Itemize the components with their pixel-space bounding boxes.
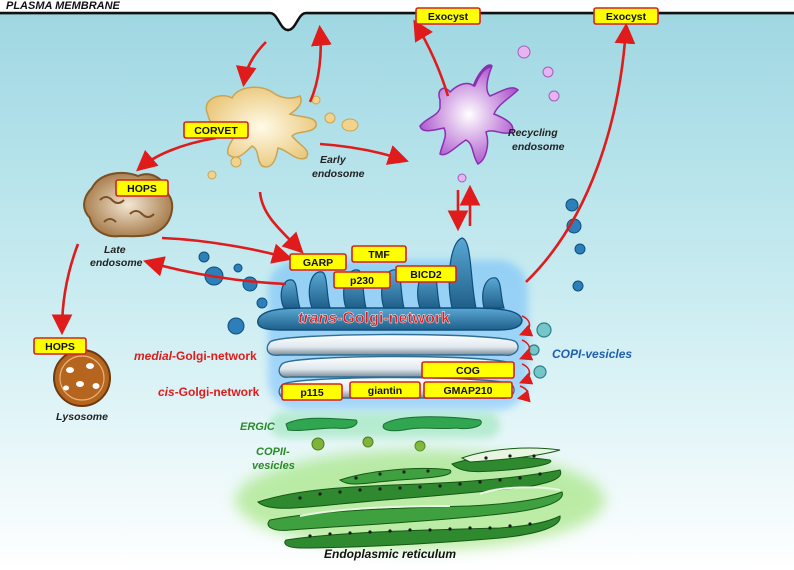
copi-label: COPI-vesicles xyxy=(552,347,632,361)
lysosome xyxy=(53,349,111,407)
svg-text:p230: p230 xyxy=(350,275,374,287)
er-label: Endoplasmic reticulum xyxy=(324,547,456,561)
exocyst-tag-1: Exocyst xyxy=(415,7,481,25)
svg-text:BICD2: BICD2 xyxy=(410,269,442,281)
p230-tag: p230 xyxy=(333,271,391,289)
plasma-membrane-label: PLASMA MEMBRANE xyxy=(6,0,121,12)
copi-suffix: -vesicles xyxy=(581,347,632,361)
late-endosome-label-2: endosome xyxy=(90,257,143,269)
recycling-endosome-label-1: Recycling xyxy=(508,127,558,139)
ergic xyxy=(270,412,500,438)
svg-text:giantin: giantin xyxy=(368,385,402,397)
svg-text:GARP: GARP xyxy=(303,257,333,269)
hops-lysosome-tag: HOPS xyxy=(33,337,87,355)
svg-text:CORVET: CORVET xyxy=(194,125,238,137)
transport-arrows xyxy=(51,19,636,336)
early-endosome-label-2: endosome xyxy=(312,168,365,180)
tmf-tag: TMF xyxy=(351,245,407,263)
lysosome-label: Lysosome xyxy=(56,411,108,423)
medial-golgi-label: medial-Golgi-network xyxy=(134,349,257,363)
medial-golgi-prefix: medial xyxy=(134,349,173,363)
svg-text:GMAP210: GMAP210 xyxy=(443,385,492,397)
medial-golgi-suffix: -Golgi-network xyxy=(172,349,257,363)
late-endosome-label-1: Late xyxy=(104,244,126,256)
svg-text:HOPS: HOPS xyxy=(127,183,157,195)
cog-tag: COG xyxy=(421,361,515,379)
corvet-tag: CORVET xyxy=(183,121,249,139)
garp-tag: GARP xyxy=(289,253,347,271)
svg-text:COG: COG xyxy=(456,365,480,377)
svg-text:HOPS: HOPS xyxy=(45,341,75,353)
copi-arrows xyxy=(516,315,534,403)
svg-text:TMF: TMF xyxy=(368,249,390,261)
cis-golgi-suffix: -Golgi-network xyxy=(175,385,260,399)
early-endosome xyxy=(205,86,359,180)
recycling-endosome xyxy=(419,45,560,183)
copii-label-2: vesicles xyxy=(252,460,295,472)
recycling-endosome-label-2: endosome xyxy=(512,141,565,153)
cis-golgi-prefix: cis xyxy=(158,385,175,399)
p115-tag: p115 xyxy=(281,383,343,401)
trans-golgi-label: trans-Golgi-network xyxy=(298,310,450,327)
early-endosome-label-1: Early xyxy=(320,154,347,166)
svg-text:Exocyst: Exocyst xyxy=(428,11,469,23)
exocyst-tag-2: Exocyst xyxy=(593,7,659,25)
endoplasmic-reticulum xyxy=(235,447,605,550)
ergic-label: ERGIC xyxy=(240,421,276,433)
trans-golgi-suffix: -Golgi-network xyxy=(337,310,450,327)
bicd2-tag: BICD2 xyxy=(395,265,457,283)
gmap210-tag: GMAP210 xyxy=(423,381,513,399)
cis-golgi-label: cis-Golgi-network xyxy=(158,385,260,399)
copi-vesicles xyxy=(528,322,552,379)
svg-text:p115: p115 xyxy=(300,387,324,399)
copii-vesicles xyxy=(311,436,426,452)
trans-golgi-prefix: trans xyxy=(298,310,337,327)
giantin-tag: giantin xyxy=(349,381,421,399)
copii-label-1: COPII- xyxy=(256,446,290,458)
svg-text:Exocyst: Exocyst xyxy=(606,11,647,23)
copi-prefix: COPI xyxy=(552,347,582,361)
hops-late-endosome-tag: HOPS xyxy=(115,179,169,197)
